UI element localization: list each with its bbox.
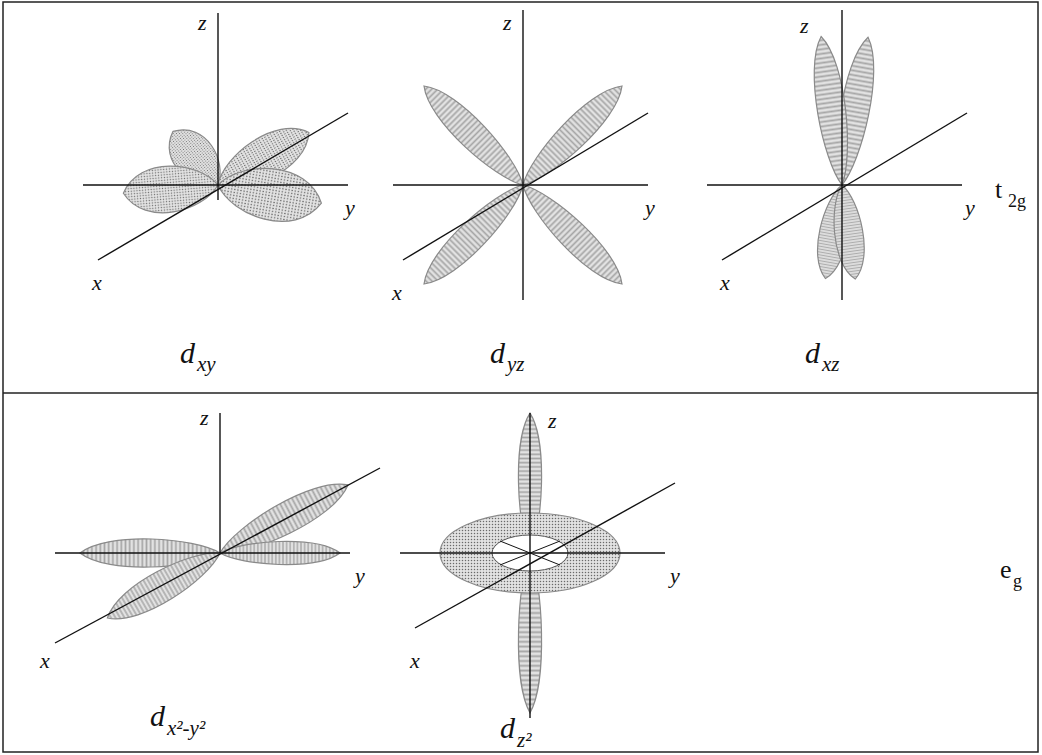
orbital-subscript: z²: [517, 730, 531, 751]
axis-label: x: [392, 282, 402, 304]
axis-label: x: [40, 650, 50, 672]
orbital-subscript: yz: [507, 354, 525, 375]
dxz-orbital: [707, 10, 967, 300]
axis-label: z: [200, 407, 209, 429]
axis-label: x: [410, 650, 420, 672]
axis-label: y: [645, 197, 655, 219]
axis-label: z: [503, 12, 512, 34]
symmetry-subscript: g: [1013, 572, 1022, 590]
symmetry-label: t: [995, 177, 1002, 203]
dx2y2-orbital: [55, 413, 380, 643]
orbital-name: d: [180, 338, 195, 368]
dz2-orbital: [400, 413, 675, 718]
axis-label: y: [965, 197, 975, 219]
axis-label: z: [800, 15, 809, 37]
orbital-subscript: xz: [822, 354, 840, 375]
divider: [3, 392, 1038, 394]
symmetry-subscript: 2g: [1008, 192, 1026, 210]
frame: [3, 2, 1038, 752]
dyz-orbital: [393, 10, 648, 300]
dxy-orbital: [83, 13, 348, 260]
axis-label: x: [720, 272, 730, 294]
orbital-name: d: [500, 713, 515, 743]
symmetry-label: e: [1000, 557, 1012, 583]
orbital-subscript: xy: [197, 354, 216, 375]
orbital-name: d: [490, 338, 505, 368]
orbital-name: d: [805, 338, 820, 368]
axis-label: y: [355, 565, 365, 587]
axis-label: z: [198, 12, 207, 34]
axis-label: y: [670, 565, 680, 587]
axis-label: y: [345, 197, 355, 219]
orbital-subscript: x²-y²: [167, 718, 205, 739]
axis-label: x: [92, 272, 102, 294]
orbital-name: d: [150, 701, 165, 731]
axis-label: z: [548, 410, 557, 432]
